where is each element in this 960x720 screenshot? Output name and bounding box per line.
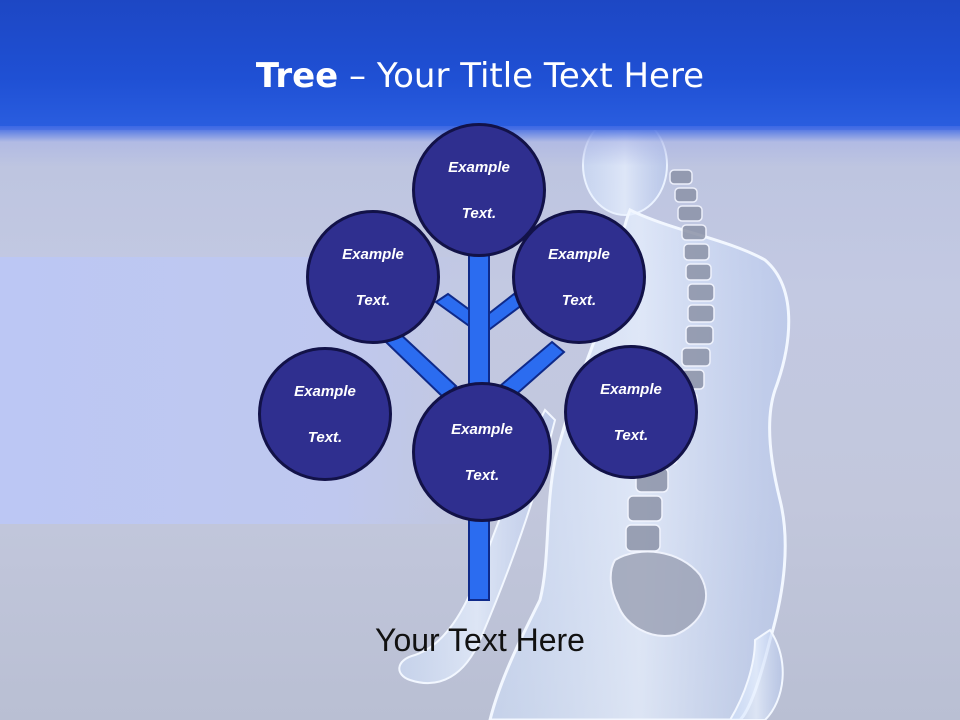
node-label: Example (448, 158, 510, 176)
footer-text[interactable]: Your Text Here (375, 622, 585, 658)
node-label: Text. (561, 291, 597, 309)
slide-title-rest: – Your Title Text Here (338, 56, 705, 96)
node-label: Text. (307, 428, 343, 446)
slide-title[interactable]: Tree – Your Title Text Here (0, 54, 960, 98)
node-label: Text. (461, 204, 497, 222)
node-label: Text. (613, 426, 649, 444)
branch-lower-left (384, 330, 458, 400)
node-label: Example (342, 245, 404, 263)
node-label: Example (548, 245, 610, 263)
node-label: Example (451, 420, 513, 438)
slide-title-bold: Tree (255, 56, 339, 96)
node-label: Text. (464, 466, 500, 484)
title-bar (0, 0, 960, 130)
node-label: Text. (355, 291, 391, 309)
node-label: Example (294, 382, 356, 400)
node-label: Example (600, 380, 662, 398)
